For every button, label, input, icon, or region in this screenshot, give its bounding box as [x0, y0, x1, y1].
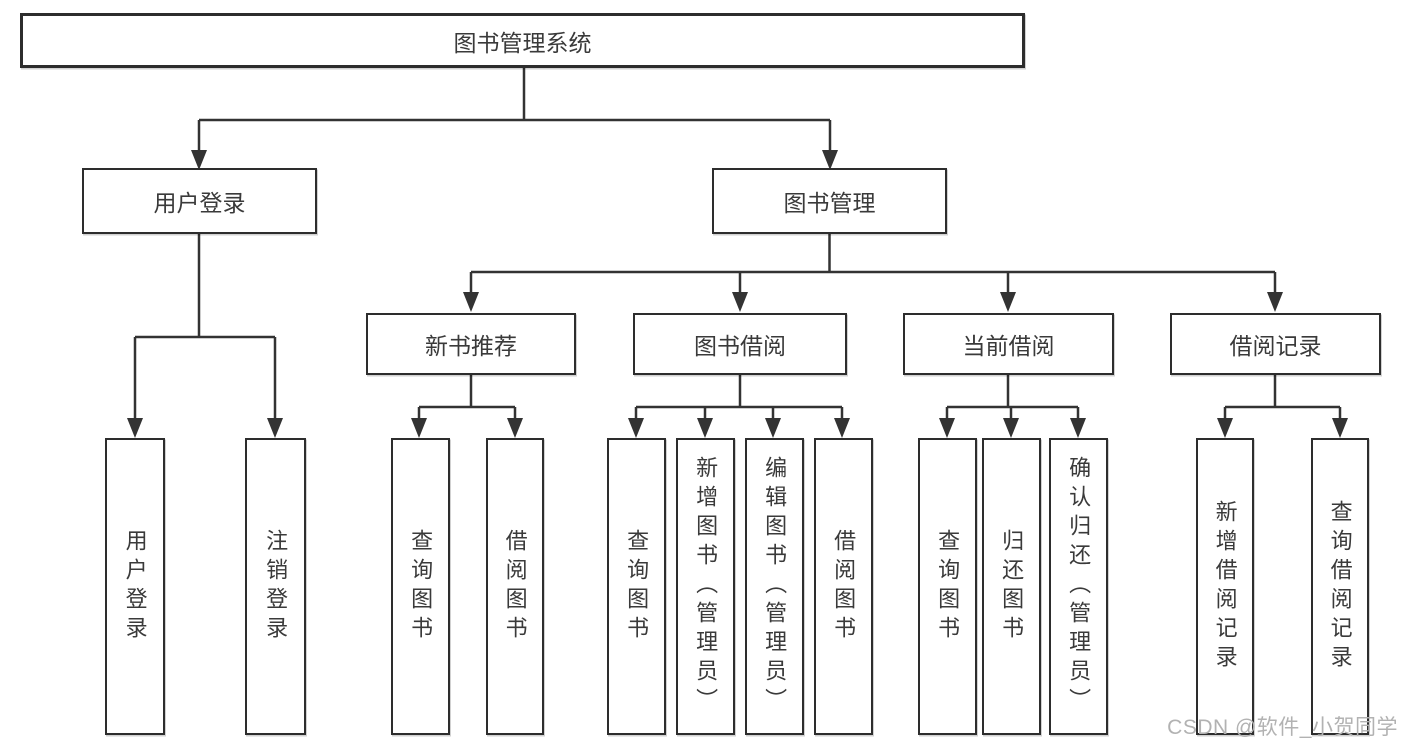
node-label: 当前借阅	[962, 333, 1055, 359]
node-book-borrowing: 图书借阅	[633, 313, 847, 375]
leaf-label: 注销登录	[263, 528, 289, 645]
leaf-borrowing-add-books-admin: 新增图书（管理员）	[676, 438, 735, 735]
leaf-label: 归还图书	[999, 528, 1025, 645]
leaf-current-return-books: 归还图书	[982, 438, 1041, 735]
node-user-login: 用户登录	[82, 168, 317, 234]
leaf-records-add-record: 新增借阅记录	[1196, 438, 1254, 735]
leaf-borrowing-borrow-books: 借阅图书	[814, 438, 873, 735]
arrowheads	[127, 150, 1348, 438]
leaf-label: 查询图书	[624, 528, 650, 645]
node-borrowing-records: 借阅记录	[1170, 313, 1381, 375]
node-label: 用户登录	[153, 190, 246, 216]
leaf-borrowing-query-books: 查询图书	[607, 438, 666, 735]
node-label: 新书推荐	[425, 333, 517, 359]
node-label: 图书借阅	[694, 333, 786, 359]
leaf-label: 用户登录	[122, 528, 148, 645]
leaf-current-confirm-return-admin: 确认归还（管理员）	[1049, 438, 1108, 735]
node-label: 图书管理系统	[453, 29, 592, 56]
leaf-label: 编辑图书（管理员）	[762, 456, 788, 717]
leaf-label: 查询图书	[408, 528, 434, 645]
node-new-book-recommend: 新书推荐	[366, 313, 576, 375]
leaf-label: 借阅图书	[502, 528, 528, 645]
leaf-label: 查询图书	[935, 528, 961, 645]
leaf-label: 查询借阅记录	[1327, 499, 1353, 674]
csdn-watermark: CSDN @软件_小贺同学	[1167, 716, 1398, 739]
node-label: 图书管理	[783, 190, 876, 216]
leaf-label: 借阅图书	[831, 528, 857, 645]
leaf-newbook-borrow-books: 借阅图书	[486, 438, 544, 735]
leaf-logout: 注销登录	[245, 438, 306, 735]
leaf-current-query-books: 查询图书	[918, 438, 977, 735]
leaf-label: 新增图书（管理员）	[693, 456, 719, 717]
leaf-borrowing-edit-books-admin: 编辑图书（管理员）	[745, 438, 804, 735]
leaf-user-login: 用户登录	[105, 438, 165, 735]
node-label: 借阅记录	[1229, 333, 1322, 359]
leaf-label: 新增借阅记录	[1212, 499, 1238, 674]
leaf-label: 确认归还（管理员）	[1066, 456, 1092, 717]
node-current-borrowing: 当前借阅	[903, 313, 1114, 375]
node-book-management: 图书管理	[712, 168, 947, 234]
leaf-records-query-record: 查询借阅记录	[1311, 438, 1369, 735]
node-root-book-management-system: 图书管理系统	[20, 13, 1025, 68]
tree-edges	[133, 68, 1342, 420]
leaf-newbook-query-books: 查询图书	[391, 438, 450, 735]
